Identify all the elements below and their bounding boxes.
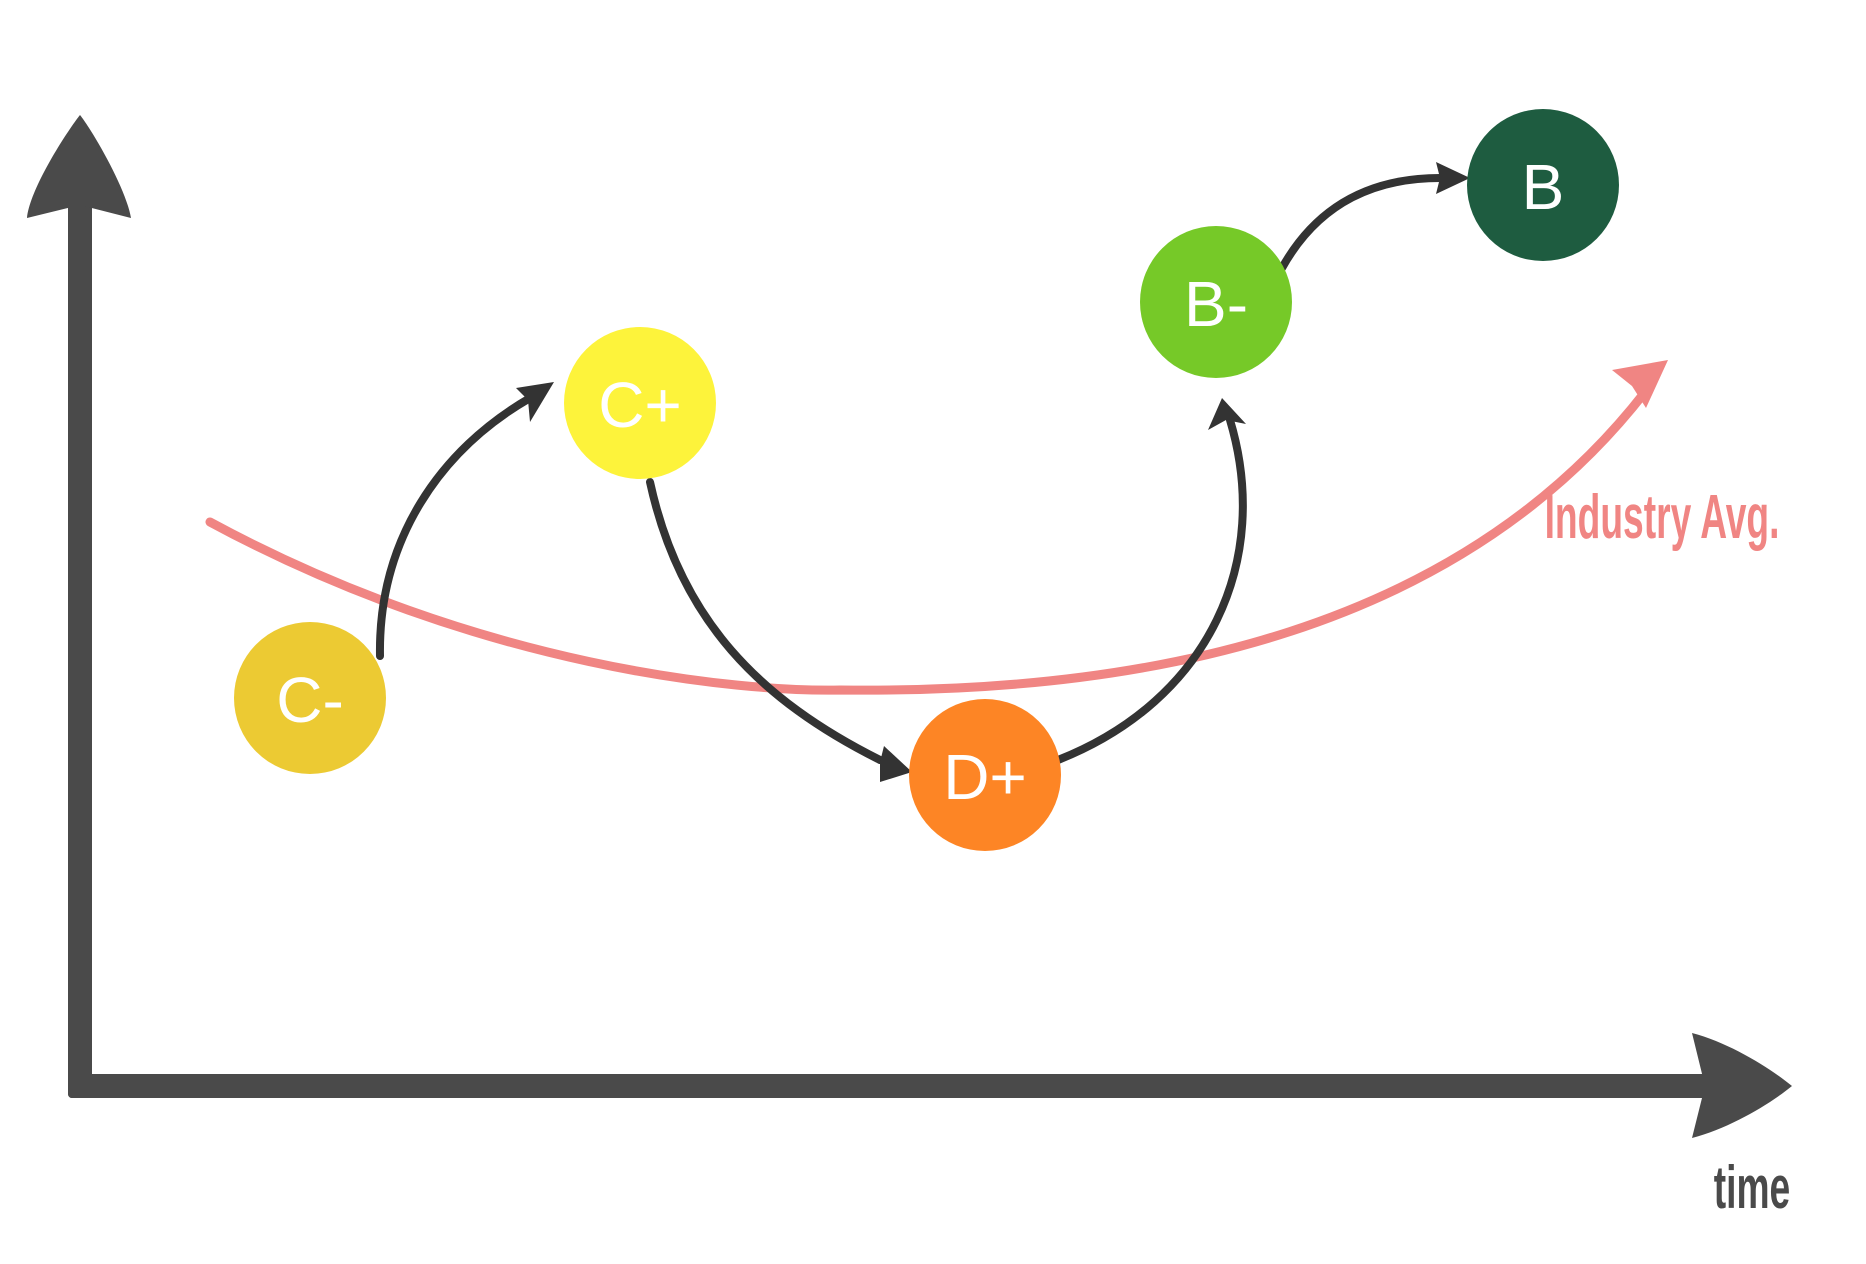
industry-average-label: Industry Avg.: [1545, 482, 1780, 551]
x-axis-label: time: [1714, 1154, 1790, 1221]
arrow-c-minus-to-c-plus-head: [516, 382, 554, 422]
grade-nodes: C- C+ D+ B- B: [234, 109, 1619, 851]
arrow-c-plus-to-d-plus: [646, 478, 884, 764]
arrow-c-minus-to-c-plus: [375, 394, 534, 660]
x-axis-arrowhead: [1692, 1033, 1792, 1138]
grade-label-d-plus: D+: [943, 741, 1027, 813]
grade-circle-c-plus: [564, 327, 716, 479]
x-axis: time: [68, 1033, 1792, 1221]
grade-node-b-minus: B-: [1140, 226, 1292, 378]
grade-node-c-plus: C+: [564, 327, 716, 479]
y-axis: [27, 115, 131, 1098]
industry-average-arrowhead: [1612, 360, 1668, 408]
arrow-c-plus-to-d-plus-head: [880, 746, 912, 782]
grade-circle-d-plus: [909, 699, 1061, 851]
grade-circle-c-minus: [234, 622, 386, 774]
industry-average-trend: Industry Avg.: [205, 360, 1780, 695]
arrow-b-minus-to-b-head: [1436, 162, 1470, 194]
grade-label-b-minus: B-: [1184, 268, 1248, 340]
grade-circle-b-minus: [1140, 226, 1292, 378]
arrow-b-minus-to-b: [1278, 174, 1444, 272]
grade-label-c-minus: C-: [276, 664, 344, 736]
y-axis-line: [68, 190, 92, 1098]
grade-label-b: B: [1522, 151, 1565, 223]
industry-average-curve: [205, 387, 1650, 695]
arrow-d-plus-to-b-minus: [1054, 416, 1247, 764]
transition-arrows: [375, 162, 1470, 782]
grade-circle-b: [1467, 109, 1619, 261]
grade-node-c-minus: C-: [234, 622, 386, 774]
grade-node-b: B: [1467, 109, 1619, 261]
grade-node-d-plus: D+: [909, 699, 1061, 851]
x-axis-line: [68, 1074, 1716, 1098]
y-axis-arrowhead: [27, 115, 131, 218]
arrow-d-plus-to-b-minus-head: [1208, 398, 1246, 430]
grade-label-c-plus: C+: [598, 369, 682, 441]
